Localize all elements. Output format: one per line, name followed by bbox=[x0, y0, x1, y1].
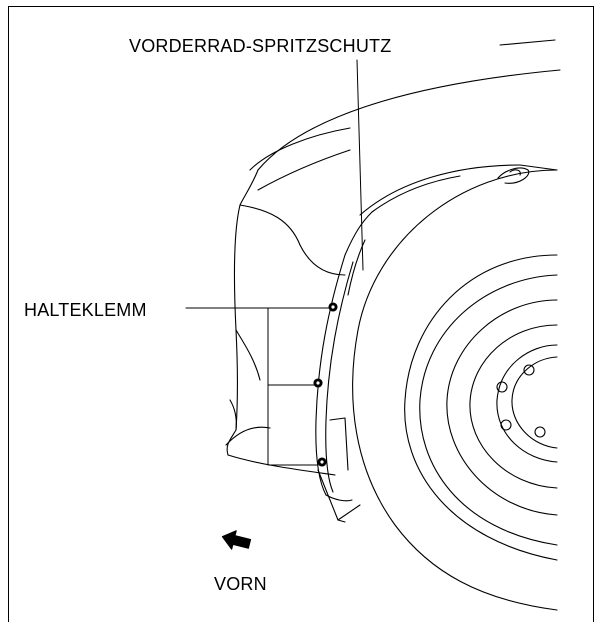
diagram-frame bbox=[8, 6, 594, 622]
front-direction-label: VORN bbox=[214, 574, 267, 594]
splash-guard-leader bbox=[356, 59, 364, 271]
leader-lines bbox=[185, 59, 364, 466]
arrow-left-icon bbox=[221, 530, 252, 550]
splash-guard bbox=[315, 164, 558, 502]
clip-bracket bbox=[267, 307, 319, 466]
car-body-outline bbox=[225, 39, 561, 523]
splash-guard-label: VORDERRAD-SPRITZSCHUTZ bbox=[129, 36, 392, 56]
tire bbox=[352, 169, 558, 611]
clip-label: HALTEKLEMM bbox=[24, 300, 147, 320]
